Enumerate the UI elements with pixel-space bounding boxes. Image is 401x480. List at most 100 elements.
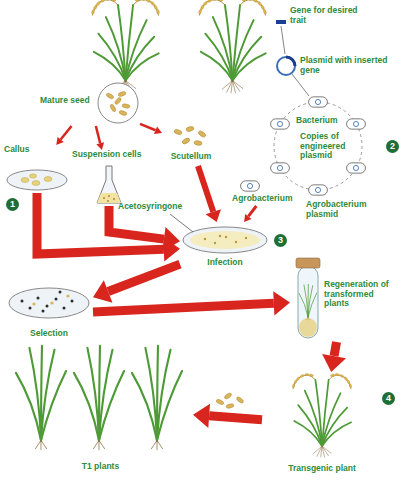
selection-dish <box>29 307 32 310</box>
step-node: Agrobacterium <box>232 178 302 206</box>
selection-dish <box>55 298 58 301</box>
annotation-label: Plasmid with inserted gene <box>300 56 396 75</box>
seed-dish <box>122 103 131 108</box>
step-node: Suspension cells <box>72 150 146 206</box>
selection-dish <box>37 297 40 300</box>
process-arrow <box>244 206 256 222</box>
process-arrow <box>56 126 71 145</box>
callout-number: 4 <box>382 392 395 405</box>
step-node: Mature seed <box>40 80 140 126</box>
selection-dish <box>9 288 89 318</box>
flask <box>97 166 121 203</box>
gene-insert <box>281 26 285 54</box>
selection-dish <box>66 294 69 297</box>
seed-grains <box>216 398 225 405</box>
bacteria-cycle <box>271 163 290 173</box>
rice-plant <box>91 0 267 93</box>
scutellum-seeds <box>181 137 190 145</box>
infection-dish <box>190 231 260 249</box>
callus-dish <box>44 177 52 182</box>
selection-dish <box>63 307 66 310</box>
selection-dish <box>9 288 89 318</box>
seed-dish <box>98 83 138 123</box>
selection-dish <box>21 300 24 303</box>
arrow-head <box>273 291 290 315</box>
selection-dish <box>59 291 62 294</box>
bacteria-cycle <box>347 119 366 129</box>
arrow-shaft <box>108 264 180 291</box>
node-label: Selection <box>5 329 93 339</box>
process-arrow <box>198 166 221 222</box>
infection-dish <box>219 235 221 237</box>
annotation-label: Acetosyringone <box>118 202 194 212</box>
seed-dish <box>118 91 127 97</box>
seed-grains <box>236 396 245 404</box>
node-label: Agrobacterium <box>232 194 302 204</box>
node-label: Scutellum <box>162 152 220 162</box>
callus-dish <box>7 170 67 190</box>
scutellum-seeds <box>173 126 206 146</box>
node-label: T1 plants <box>8 462 193 472</box>
scutellum-seeds <box>197 130 206 138</box>
test-tube <box>299 284 316 320</box>
gene-insert <box>277 57 295 75</box>
selection-dish <box>71 300 74 303</box>
process-arrow <box>322 342 346 372</box>
step-node: Regeneration of transformed plants <box>290 258 398 342</box>
seed-dish <box>106 92 115 99</box>
arrow-shaft <box>61 126 72 140</box>
arrow-head <box>244 214 251 222</box>
seedling-plant <box>74 346 124 450</box>
node-label: Suspension cells <box>72 150 146 160</box>
test-tube <box>296 258 320 338</box>
seed-dish <box>98 83 138 123</box>
bacteria-cycle <box>241 97 366 195</box>
bacteria-cycle <box>309 185 328 195</box>
scutellum-seeds <box>173 129 182 136</box>
process-arrow <box>140 124 162 134</box>
infection-dish <box>225 236 227 238</box>
seed-dish <box>109 104 116 113</box>
arrow-head <box>162 227 180 251</box>
flask <box>107 200 109 202</box>
infection-dish <box>204 238 206 240</box>
infection-dish <box>245 237 247 239</box>
rice-plant <box>91 0 160 93</box>
selection-dish <box>50 301 53 304</box>
arrow-shaft <box>93 303 274 312</box>
flask <box>103 197 105 199</box>
step-node: Selection <box>5 285 93 343</box>
seed-dish <box>106 91 131 116</box>
process-arrow <box>93 264 180 303</box>
arrow-head <box>154 127 162 134</box>
process-arrow <box>96 126 104 150</box>
rice-plant <box>198 0 267 93</box>
gene-insert <box>286 57 295 66</box>
arrow-shaft <box>198 166 213 212</box>
process-arrow <box>193 404 262 428</box>
annotation-label: Agrobacterium plasmid <box>306 200 398 219</box>
annotation-label: Copies of engineered plasmid <box>300 132 352 161</box>
annotation-label: Bacterium <box>296 116 346 126</box>
flask <box>97 166 121 203</box>
arrow-head <box>56 137 64 145</box>
infection-dish <box>214 242 216 244</box>
seedling-plant <box>16 346 182 450</box>
seedling-plant <box>16 346 66 450</box>
callus-dish <box>21 174 52 186</box>
rice-plant <box>292 373 352 457</box>
arrow-shaft <box>334 342 336 356</box>
step-node: Infection <box>180 222 270 272</box>
flask <box>113 198 115 200</box>
selection-dish <box>32 302 35 305</box>
selection-dish <box>32 294 69 305</box>
arrow-shaft <box>96 126 100 143</box>
callout-number: 2 <box>386 140 399 153</box>
infection-dish <box>235 241 237 243</box>
annotation-label: Gene for desired trait <box>290 6 364 25</box>
flask <box>108 195 110 197</box>
step-node: T1 plants <box>8 340 193 476</box>
